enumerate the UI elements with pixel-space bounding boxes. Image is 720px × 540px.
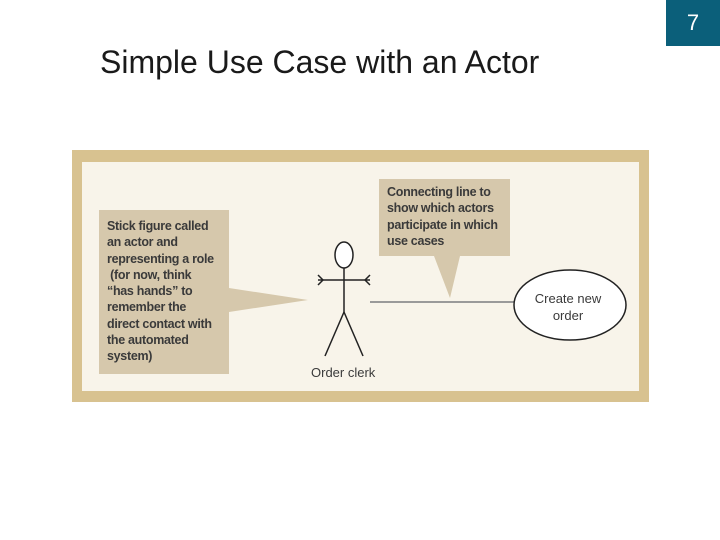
page-number-badge: 7 [666, 0, 720, 46]
actor-callout-bubble [99, 210, 308, 374]
line-callout-line: Connecting line to [387, 185, 491, 199]
actor-callout-text: Stick figure called an actor and represe… [107, 218, 214, 365]
actor-callout-line: representing a role [107, 251, 214, 266]
actor-stick-figure-icon [317, 241, 371, 357]
use-case-label-line: order [552, 308, 584, 323]
use-case-label-line: Create new [534, 291, 602, 306]
actor-callout-line: remember the [107, 300, 187, 315]
line-callout-line: show which actors [387, 201, 494, 216]
actor-callout-line: “has hands” to [107, 284, 193, 299]
line-callout-line: use cases [387, 233, 445, 248]
actor-name-label: Order clerk [311, 365, 376, 380]
use-case-label: Create new order [520, 290, 616, 324]
actor-callout-line: system) [107, 349, 153, 364]
use-case-ellipse [513, 269, 627, 341]
line-callout-text: Connecting line to show which actors par… [387, 184, 498, 249]
line-callout-bubble [379, 179, 510, 298]
actor-callout-line: (for now, think [107, 267, 192, 282]
actor-callout-line: Stick figure called [107, 219, 209, 233]
actor-callout-line: the automated [107, 333, 189, 348]
actor-callout-line: an actor and [107, 235, 178, 250]
line-callout-line: participate in which [387, 217, 498, 232]
slide-title: Simple Use Case with an Actor [100, 44, 540, 80]
actor-callout-line: direct contact with [107, 316, 212, 331]
